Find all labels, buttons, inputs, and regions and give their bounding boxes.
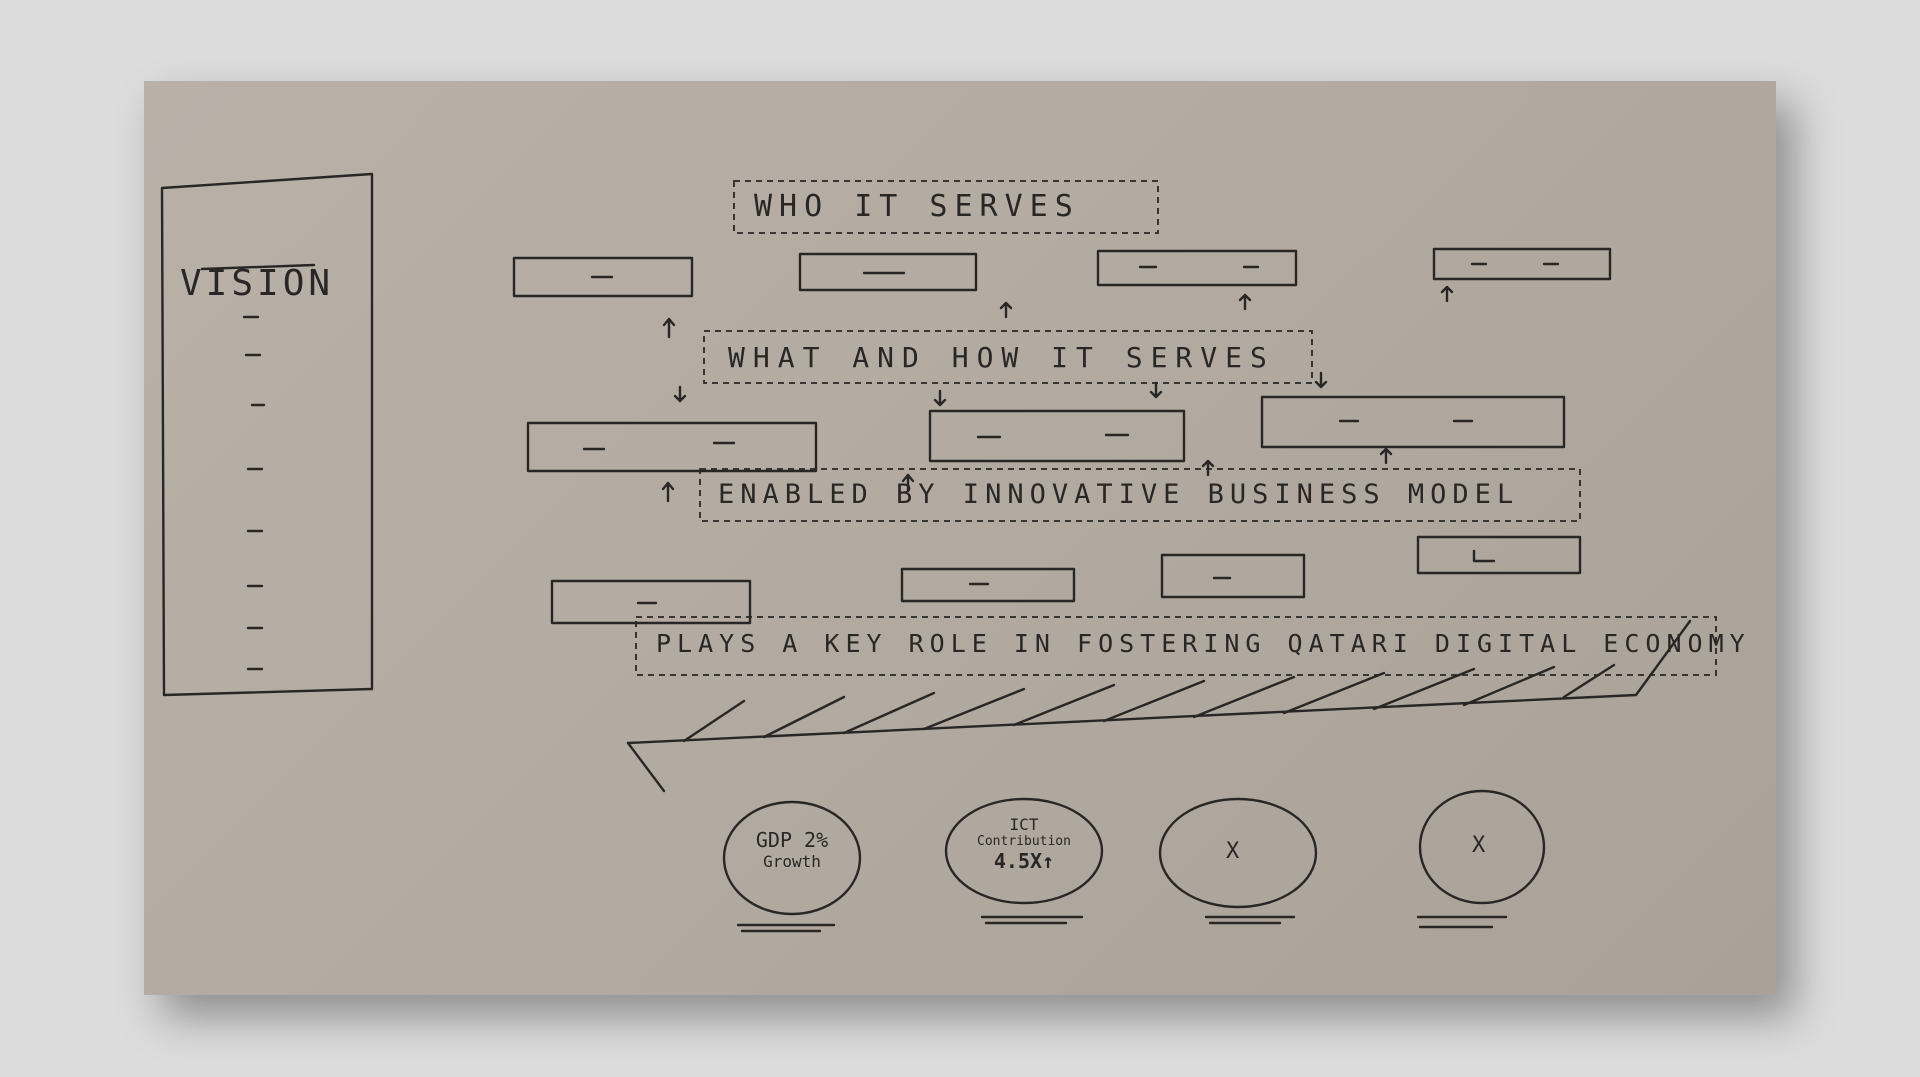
kpi-gdp: GDP 2% Growth	[736, 828, 848, 871]
plays-header: PLAYS A KEY ROLE IN FOSTERING QATARI DIG…	[656, 629, 1751, 658]
enabled-header: ENABLED BY INNOVATIVE BUSINESS MODEL	[718, 479, 1520, 510]
enabled-boxes	[550, 535, 1582, 625]
kpi-circles	[722, 789, 1546, 933]
vision-panel	[160, 172, 374, 697]
kpi-placeholder-2: X	[1472, 833, 1486, 858]
hatched-base	[626, 619, 1692, 793]
kpi-ict-line1: ICT	[1009, 815, 1039, 834]
who-header: WHO IT SERVES	[754, 189, 1080, 224]
down-arrows	[673, 371, 1328, 407]
vision-underline	[200, 263, 316, 271]
kpi-ict: ICT Contribution 4.5X↑	[956, 815, 1092, 873]
kpi-gdp-line2: Growth	[763, 852, 821, 871]
who-frame	[733, 180, 1159, 234]
what-boxes	[526, 395, 1566, 473]
up-arrows-row2	[661, 447, 1393, 503]
whiteboard-sketch	[160, 172, 1717, 933]
kpi-ict-line3: 4.5X↑	[993, 849, 1055, 873]
whiteboard-photo: VISION WHO IT SERVES WHAT AND HOW IT SER…	[144, 81, 1776, 995]
what-header: WHAT AND HOW IT SERVES	[728, 341, 1275, 374]
plays-frame	[635, 616, 1717, 676]
up-arrows-row1	[662, 285, 1454, 339]
vision-title: VISION	[180, 263, 335, 304]
kpi-placeholder-1: X	[1226, 839, 1240, 864]
kpi-ict-line2: Contribution	[977, 834, 1071, 849]
vision-bullets	[242, 315, 266, 671]
who-boxes	[512, 247, 1612, 298]
kpi-gdp-line1: GDP 2%	[755, 828, 829, 852]
enabled-frame	[699, 468, 1581, 522]
